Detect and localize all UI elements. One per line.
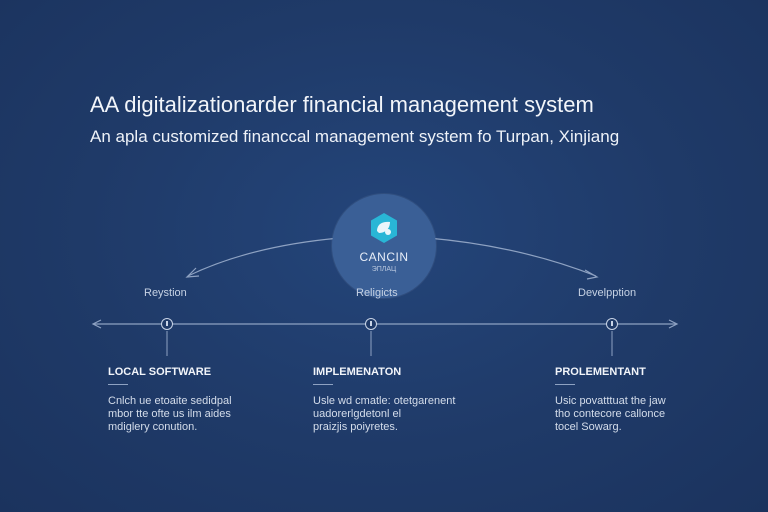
stage-3-line-1: Usic povatttuat the jaw: [555, 395, 666, 407]
timeline-node-1: [161, 318, 173, 330]
hexagon-leaf-icon: [371, 213, 397, 243]
stage-2-line-2: uadorerlgdetonl el: [313, 408, 402, 420]
stage-rule-2: [313, 384, 333, 385]
stage-3-line-2: tho contecore callonce: [555, 408, 666, 420]
arc-arrow-left: [187, 237, 341, 277]
central-hub: CANCIN ЭПЛАЦ: [332, 194, 436, 298]
arc-arrow-left-head: [185, 267, 200, 278]
upper-label-center: Religicts: [356, 287, 398, 299]
arc-arrow-right: [427, 237, 597, 277]
timeline-arrow-right: [668, 319, 679, 329]
stage-heading-2: IMPLEMENATON: [313, 366, 402, 378]
hub-label: CANCIN: [359, 250, 409, 264]
timeline-node-2: [365, 318, 377, 330]
stage-3-line-3: tocel Sowarg.: [555, 421, 622, 433]
upper-label-right: Develpption: [578, 287, 637, 299]
stage-1-line-2: mbor tte ofte us ilm aides: [108, 408, 231, 420]
stage-body-1: Cnlch ue etoaite sedidpal mbor tte ofte …: [108, 395, 232, 434]
stage-2-line-3: praizjis poiyretes.: [313, 421, 398, 433]
hub-sublabel: ЭПЛАЦ: [371, 266, 397, 273]
arc-arrow-right-head: [584, 269, 599, 280]
timeline-node-3: [606, 318, 618, 330]
stage-2-line-1: Usle wd cmatle: otetgarenent: [313, 395, 456, 407]
stage-1-line-1: Cnlch ue etoaite sedidpal: [108, 395, 232, 407]
stage-body-3: Usic povatttuat the jaw tho contecore ca…: [555, 395, 666, 434]
page-title: AA digitalizationarder financial managem…: [90, 92, 594, 117]
page-subtitle: An apla customized financcal management …: [90, 127, 620, 146]
stage-heading-1: LOCAL SOFTWARE: [108, 366, 212, 378]
stage-rule-3: [555, 384, 575, 385]
timeline-arrow-left: [91, 319, 102, 329]
stage-body-2: Usle wd cmatle: otetgarenent uadorerlgde…: [313, 395, 455, 434]
stage-1-line-3: mdiglery conution.: [108, 421, 198, 433]
stage-heading-3: PROLEMENTANT: [555, 366, 646, 378]
stage-rule-1: [108, 384, 128, 385]
upper-label-left: Reystion: [144, 287, 187, 299]
